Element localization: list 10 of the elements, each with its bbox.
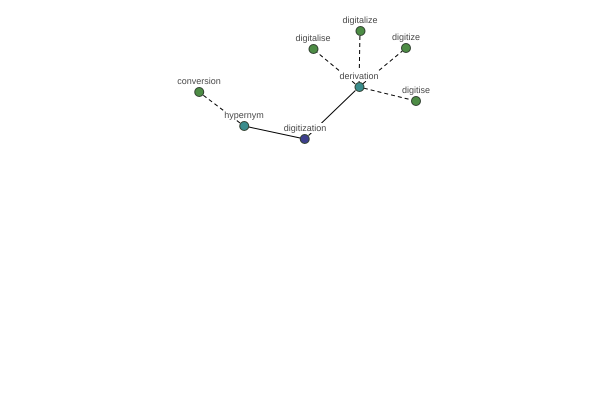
- node-label: digitalise: [294, 33, 332, 43]
- node-label: hypernym: [223, 110, 265, 120]
- node-label: digitize: [391, 32, 421, 42]
- node-label: digitise: [401, 85, 431, 95]
- node-label: derivation: [338, 71, 380, 81]
- dashed-connector: [358, 36, 360, 82]
- node-label: conversion: [176, 76, 222, 86]
- node-label: digitalize: [341, 15, 379, 25]
- connector-line: [248, 126, 301, 138]
- node-label: digitization: [282, 123, 328, 133]
